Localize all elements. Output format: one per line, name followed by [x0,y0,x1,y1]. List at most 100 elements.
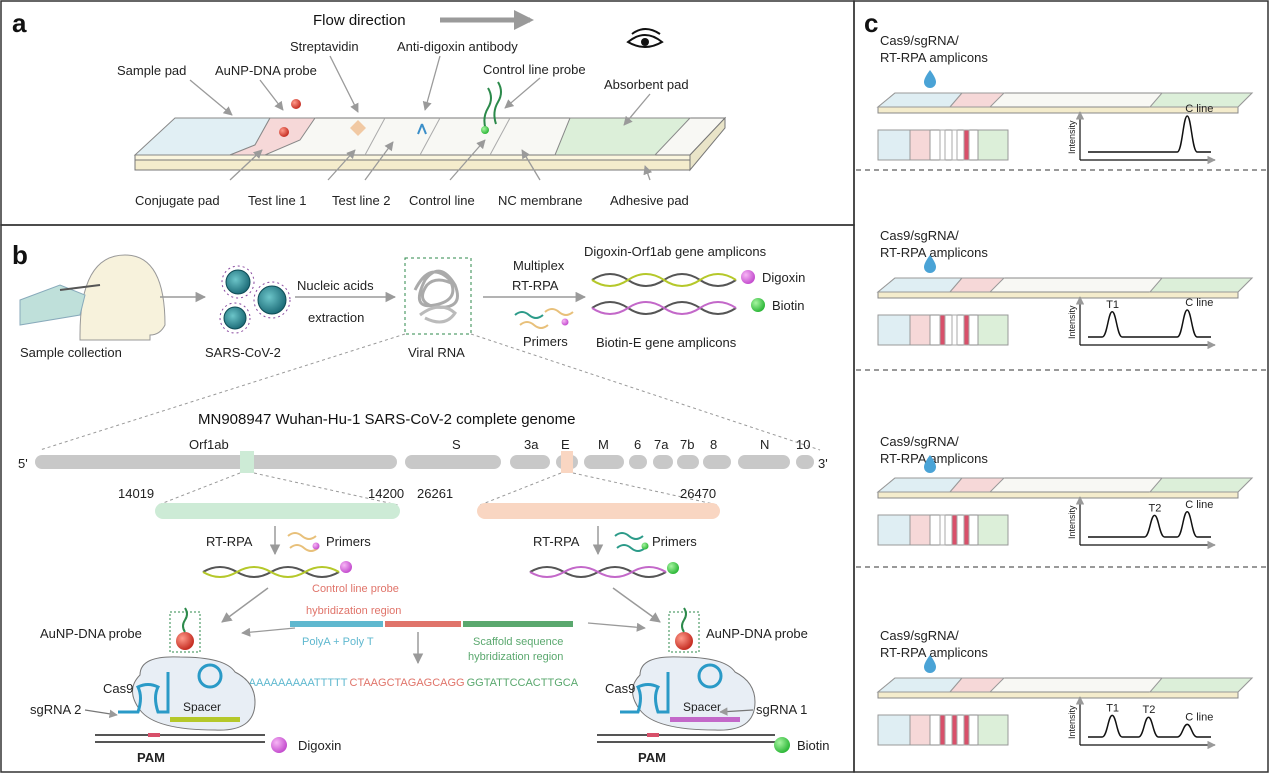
peak-label: T2 [1149,502,1162,514]
label-5prime: 5' [18,456,28,471]
amplicon-biotin-icon [591,298,765,315]
label-left-rtrpa: RT-RPA [206,534,253,549]
strip-line [951,514,958,546]
flow-direction-label: Flow direction [313,12,406,29]
right-primers-icon [614,532,649,552]
conjugate-pad [948,677,1006,693]
label-aunp-right: AuNP-DNA probe [706,626,808,641]
row-title-line1: Cas9/sgRNA/ [880,434,959,449]
panel-a-letter: a [12,8,27,38]
label-aunp-probe: AuNP-DNA probe [215,63,317,78]
peak-label: C line [1185,499,1213,511]
intensity-axis-label: Intensity [1067,705,1077,739]
primers-icon [514,308,574,329]
row-title-line1: Cas9/sgRNA/ [880,628,959,643]
row-title-line2: RT-RPA amplicons [880,451,988,466]
label-nc-membrane: NC membrane [498,193,583,208]
label-multiplex: Multiplex [513,258,565,273]
label-control-region-2: hybridization region [306,605,401,617]
label-extraction: extraction [308,310,364,325]
gene-7b: 7b [680,437,694,452]
gene-7a: 7a [654,437,669,452]
label-streptavidin: Streptavidin [290,39,359,54]
genome-title: MN908947 Wuhan-Hu-1 SARS-CoV-2 complete … [198,411,575,428]
label-digoxin: Digoxin [762,270,805,285]
arrow-sgrna1 [719,707,754,716]
gene-n: N [760,437,769,452]
zoom-line-left [39,333,406,451]
strip-line [963,129,970,161]
droplet-icon [924,655,936,673]
eye-icon [626,28,664,48]
row-title-line1: Cas9/sgRNA/ [880,33,959,48]
label-aunp-left: AuNP-DNA probe [40,626,142,641]
label-sample-pad: Sample pad [117,63,186,78]
label-cas9-right: Cas9 [605,681,635,696]
panel-a-frame [0,0,855,226]
label-3prime: 3' [818,456,828,471]
panel-c-letter: c [864,8,878,38]
panel-a-top-labels: Sample pad AuNP-DNA probe Streptavidin A… [117,39,689,92]
gene-8: 8 [710,437,717,452]
sample-pad [876,677,964,693]
label-test-line-1: Test line 1 [248,193,307,208]
peak-label: T1 [1106,299,1119,311]
intensity-curve [1088,511,1211,538]
label-spacer-left: Spacer [183,700,221,714]
label-digoxin-bottom: Digoxin [298,738,341,753]
label-biotin: Biotin [772,298,805,313]
sample-pad [876,277,964,293]
conjugate-pad [948,92,1006,108]
strip-line [963,514,970,546]
viral-rna-icon [404,257,472,335]
label-viral-rna: Viral RNA [408,345,465,360]
polya-segment [290,621,383,627]
strip-line [963,314,970,346]
panel-b-letter: b [12,240,28,270]
arrow-right-down [612,587,661,623]
label-biotin-bottom: Biotin [797,738,830,753]
label-pam-left: PAM [137,750,165,765]
strip-line [939,714,946,746]
label-right-rtrpa: RT-RPA [533,534,580,549]
zoom-orf-left [157,472,241,506]
gene-6: 6 [634,437,641,452]
droplet-icon [924,255,936,273]
peak-label: C line [1185,297,1213,309]
label-biotin-amplicons: Biotin-E gene amplicons [596,335,737,350]
conjugate-pad [948,277,1006,293]
pos-14200: 14200 [368,486,404,501]
arrow-sgrna2 [84,709,118,718]
virus-icon [219,265,291,334]
label-sgrna1: sgRNA 1 [756,702,807,717]
droplet-icon [924,455,936,473]
label-right-primers: Primers [652,534,697,549]
label-polya: PolyA + Poly T [302,636,374,648]
strip-line [963,714,970,746]
strip-line [939,314,946,346]
absorbent-pad [554,117,692,156]
right-amplicon [529,562,679,578]
peak-label: T1 [1106,702,1119,714]
label-pam-right: PAM [638,750,666,765]
intensity-axis-label: Intensity [1067,305,1077,339]
peak-label: C line [1185,711,1213,723]
label-rt-rpa: RT-RPA [512,278,559,293]
strip-line [951,314,958,346]
gene-3a: 3a [524,437,539,452]
label-nucleic-acids: Nucleic acids [297,278,374,293]
sample-pad [876,477,964,493]
absorbent-pad [1148,477,1254,493]
zoom-line-right [470,333,821,451]
label-digoxin-amplicons: Digoxin-Orf1ab gene amplicons [584,244,767,259]
conjugate-pad [948,477,1006,493]
arrow-seq-right [587,622,646,632]
left-amplicon [202,561,352,578]
row-title-line1: Cas9/sgRNA/ [880,228,959,243]
absorbent-pad [1148,92,1254,108]
arrow-seq-left [241,627,296,637]
